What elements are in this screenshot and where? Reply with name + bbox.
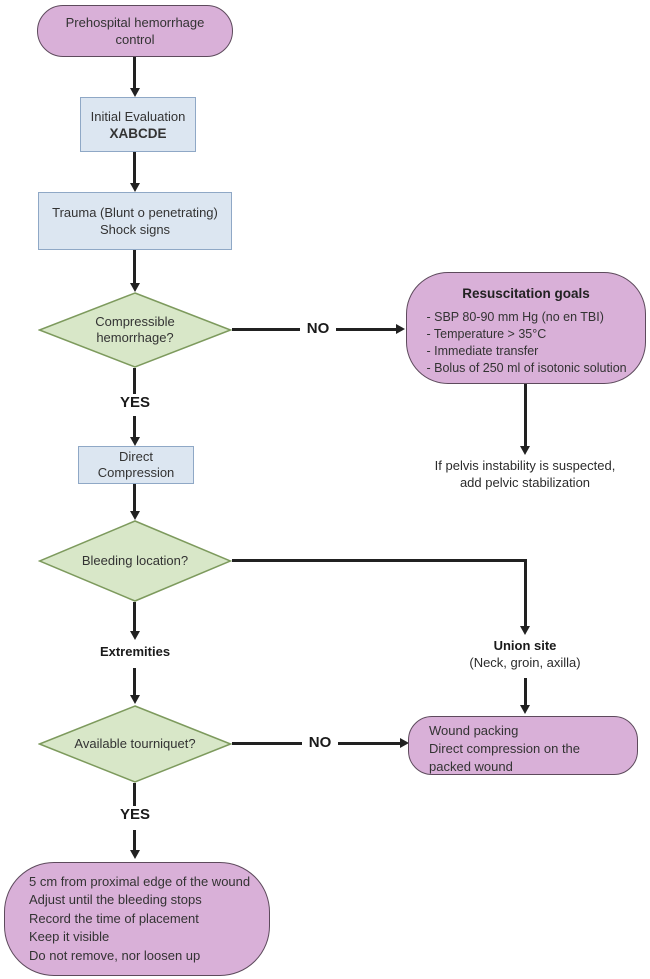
edge-yes-tourniquet-line-upper	[133, 783, 136, 806]
edge-trauma-to-compressible-arrowhead-icon	[130, 283, 140, 292]
node-trauma-line2: Shock signs	[99, 222, 171, 237]
node-resuscitation-goals-item: - SBP 80-90 mm Hg (no en TBI)	[426, 310, 604, 324]
label-extremities: Extremities	[99, 644, 171, 659]
node-trauma-line1: Trauma (Blunt o penetrating)	[52, 205, 218, 220]
node-bleeding-location-text: Bleeding location?	[38, 520, 232, 602]
edge-bleeding-to-union-arrowhead-icon	[520, 626, 530, 635]
label-union-site-title: Union site	[493, 638, 557, 653]
edge-bleeding-to-extremities-arrowhead-icon	[130, 631, 140, 640]
edge-label-no-tourniquet: NO	[302, 734, 338, 753]
node-bleeding-location: Bleeding location?	[38, 520, 232, 602]
edge-label-yes-tourniquet: YES	[119, 806, 150, 823]
edge-no-tourniquet-arrowhead-icon	[400, 738, 409, 748]
edge-direct-to-bleeding-line	[133, 484, 136, 512]
node-tourniquet-steps: 5 cm from proximal edge of the wound Adj…	[4, 862, 270, 976]
edge-resuscitation-to-pelvis-arrowhead-icon	[520, 446, 530, 455]
node-initial-evaluation-line1: Initial Evaluation	[90, 108, 186, 124]
node-tourniquet-steps-line: Keep it visible	[29, 929, 110, 945]
edge-resuscitation-to-pelvis-line	[524, 384, 527, 446]
node-compressible-hemorrhage-line1: Compressible	[95, 314, 175, 329]
edge-direct-to-bleeding-arrowhead-icon	[130, 511, 140, 520]
note-pelvis-stabilization: If pelvis instability is suspected, add …	[400, 458, 650, 491]
edge-initial-to-trauma-line	[133, 152, 136, 184]
edge-extremities-to-tourniquet-line	[133, 668, 136, 695]
node-initial-evaluation: Initial Evaluation XABCDE	[80, 97, 196, 152]
edge-extremities-to-tourniquet-arrowhead-icon	[130, 695, 140, 704]
edge-union-to-wound-arrowhead-icon	[520, 705, 530, 714]
node-trauma: Trauma (Blunt o penetrating) Shock signs	[38, 192, 232, 250]
node-available-tourniquet: Available tourniquet?	[38, 705, 232, 783]
node-direct-compression-line2: Compression	[97, 465, 175, 480]
node-available-tourniquet-text: Available tourniquet?	[38, 705, 232, 783]
node-wound-packing: Wound packing Direct compression on the …	[408, 716, 638, 775]
edge-bleeding-to-union-hline	[232, 559, 526, 562]
edge-label-no-compressible: NO	[300, 320, 336, 339]
label-union-site: Union site (Neck, groin, axilla)	[425, 638, 625, 671]
label-union-site-subtitle: (Neck, groin, axilla)	[469, 654, 581, 670]
node-compressible-hemorrhage: Compressible hemorrhage?	[38, 292, 232, 368]
edge-yes-tourniquet-arrowhead-icon	[130, 850, 140, 859]
node-tourniquet-steps-line: 5 cm from proximal edge of the wound	[29, 873, 251, 889]
node-compressible-hemorrhage-line2: hemorrhage?	[96, 330, 174, 345]
note-pelvis-stabilization-line1: If pelvis instability is suspected,	[434, 458, 616, 473]
diamond-shape-icon	[38, 292, 232, 368]
edge-bleeding-to-extremities-line	[133, 602, 136, 632]
edge-trauma-to-compressible-line	[133, 250, 136, 284]
node-resuscitation-goals-item: - Immediate transfer	[426, 344, 539, 358]
node-compressible-hemorrhage-text: Compressible hemorrhage?	[38, 292, 232, 368]
node-resuscitation-goals-item: - Temperature > 35°C	[426, 327, 547, 341]
node-resuscitation-goals: Resuscitation goals - SBP 80-90 mm Hg (n…	[406, 272, 646, 384]
node-initial-evaluation-line2: XABCDE	[109, 125, 167, 141]
edge-no-compressible-arrowhead-icon	[396, 324, 405, 334]
node-tourniquet-steps-line: Record the time of placement	[29, 910, 199, 926]
node-tourniquet-steps-line: Adjust until the bleeding stops	[29, 892, 202, 908]
node-direct-compression: Direct Compression	[78, 446, 194, 484]
node-available-tourniquet-line1: Available tourniquet?	[74, 736, 196, 751]
node-resuscitation-goals-item: - Bolus of 250 ml of isotonic solution	[426, 361, 627, 375]
diamond-shape-icon	[38, 520, 232, 602]
node-resuscitation-goals-title: Resuscitation goals	[462, 286, 590, 301]
edge-initial-to-trauma-arrowhead-icon	[130, 183, 140, 192]
edge-yes-compressible-arrowhead-icon	[130, 437, 140, 446]
node-wound-packing-line2: Direct compression on the packed wound	[429, 741, 581, 774]
node-start-line1: Prehospital hemorrhage	[65, 15, 205, 30]
edge-yes-compressible-line-upper	[133, 368, 136, 394]
edge-start-to-initial-line	[133, 57, 136, 89]
note-pelvis-stabilization-line2: add pelvic stabilization	[459, 474, 591, 490]
node-bleeding-location-line1: Bleeding location?	[81, 553, 189, 568]
node-tourniquet-steps-line: Do not remove, nor loosen up	[29, 947, 201, 963]
diamond-shape-icon	[38, 705, 232, 783]
node-wound-packing-line1: Wound packing	[429, 723, 519, 738]
edge-label-yes-compressible: YES	[119, 394, 150, 411]
node-direct-compression-line1: Direct	[119, 449, 153, 464]
node-start: Prehospital hemorrhage control	[37, 5, 233, 57]
edge-union-to-wound-line	[524, 678, 527, 706]
edge-yes-compressible-line-lower	[133, 416, 136, 437]
edge-start-to-initial-arrowhead-icon	[130, 88, 140, 97]
edge-yes-tourniquet-line-lower	[133, 830, 136, 851]
edge-bleeding-to-union-vline	[524, 559, 527, 626]
node-start-line2: control	[115, 32, 155, 47]
